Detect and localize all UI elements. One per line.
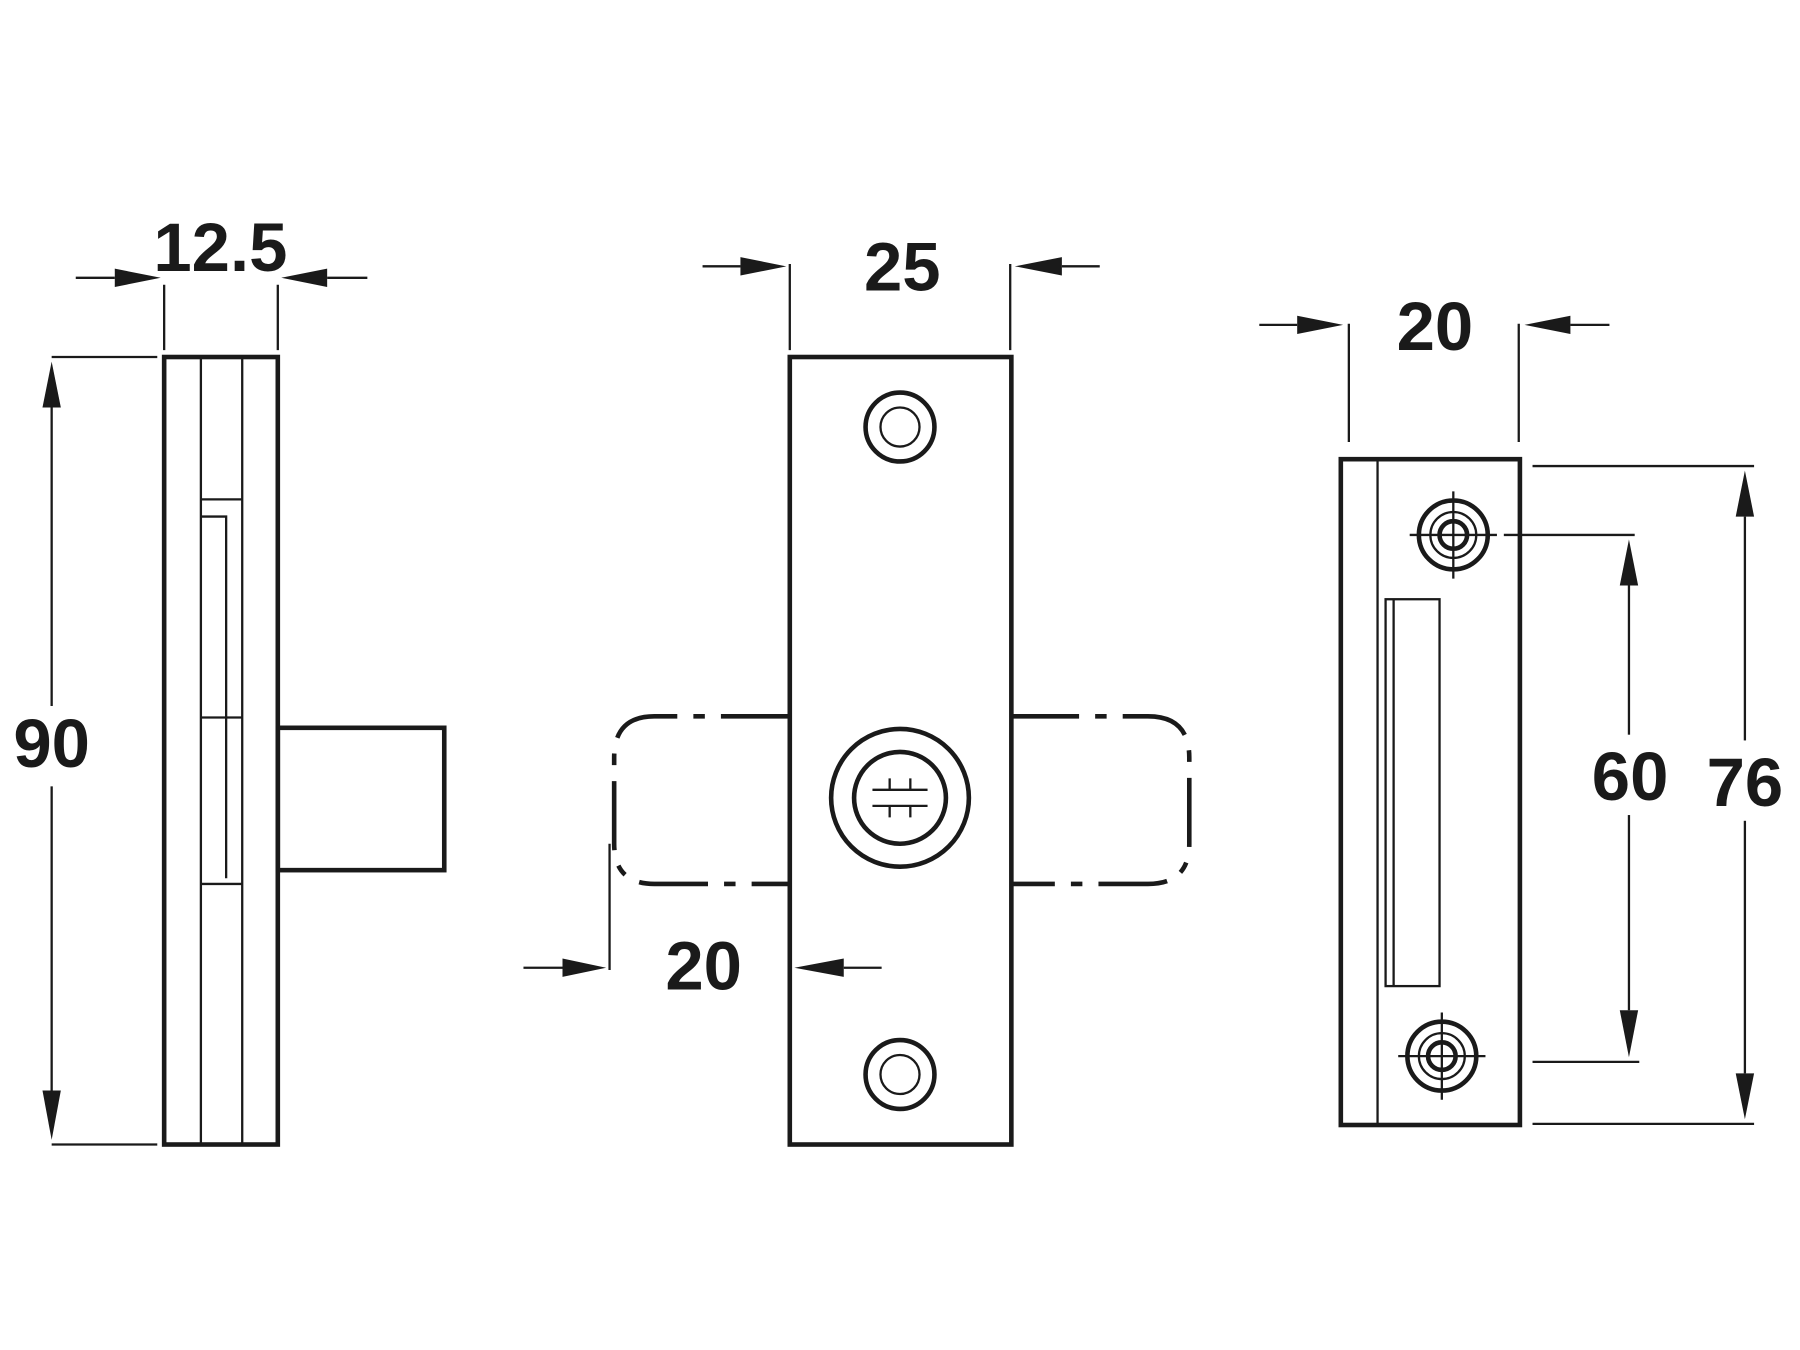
dim-keeper-height: 76	[1707, 744, 1784, 821]
screw-hole-top	[1409, 491, 1497, 579]
keeper-view: 20 60 76	[1259, 288, 1791, 1128]
side-view: 12.5 90	[5, 209, 447, 1147]
dim-plate-width: 25	[864, 228, 941, 305]
dim-side-height: 90	[13, 705, 90, 782]
screw-hole-bottom	[1398, 1012, 1486, 1100]
dim-keeper-width: 20	[1397, 288, 1474, 365]
dim-side-width: 12.5	[153, 209, 287, 286]
front-view: 25 20	[523, 228, 1192, 1147]
dim-bolt-throw: 20	[665, 928, 742, 1005]
dim-hole-spacing: 60	[1592, 738, 1669, 815]
